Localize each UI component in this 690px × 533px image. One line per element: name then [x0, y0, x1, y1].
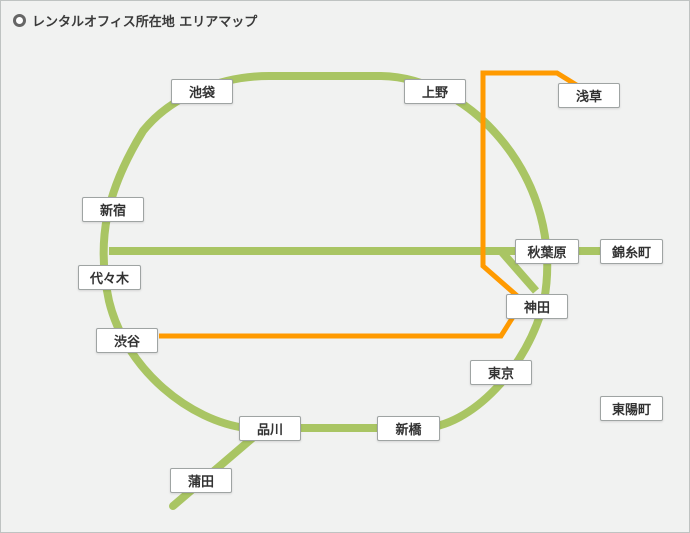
station-ueno[interactable]: 上野: [404, 79, 466, 104]
station-higashi-yocho[interactable]: 東陽町: [600, 396, 663, 421]
station-kinshicho[interactable]: 錦糸町: [600, 239, 663, 264]
station-tokyo[interactable]: 東京: [470, 360, 532, 385]
akihabara-kanda-link: [497, 248, 540, 294]
station-ikebukuro[interactable]: 池袋: [171, 79, 233, 104]
station-yoyogi[interactable]: 代々木: [78, 265, 141, 290]
station-shimbashi[interactable]: 新橋: [377, 416, 440, 441]
map-title-text: レンタルオフィス所在地 エリアマップ: [32, 14, 258, 30]
station-shinagawa[interactable]: 品川: [239, 416, 301, 441]
station-akihabara[interactable]: 秋葉原: [515, 239, 579, 264]
station-shibuya[interactable]: 渋谷: [96, 328, 158, 353]
ginza-line: [159, 70, 593, 339]
bullet-icon: [13, 13, 26, 27]
station-shinjuku[interactable]: 新宿: [82, 197, 144, 222]
station-kanda[interactable]: 神田: [506, 294, 568, 319]
yamanote-loop-line: [99, 72, 552, 432]
station-kamata[interactable]: 蒲田: [170, 468, 232, 493]
keihin-branch-line: [169, 425, 267, 510]
map-title: レンタルオフィス所在地 エリアマップ: [13, 12, 258, 30]
station-asakusa[interactable]: 浅草: [558, 83, 620, 108]
